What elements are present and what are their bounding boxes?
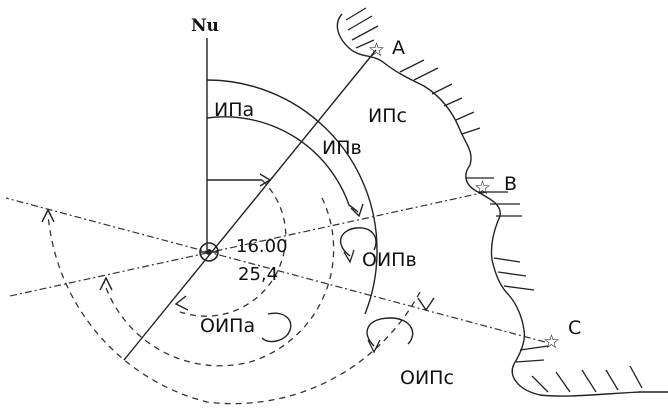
- fix-reading: 25,4: [238, 264, 278, 285]
- north-meridian: Nu: [191, 16, 219, 250]
- coast-hatching: [345, 7, 643, 393]
- bearing-lines: [5, 49, 546, 361]
- landmark-c-label: C: [568, 317, 581, 339]
- bearing-line-a: [123, 49, 377, 361]
- landmark-a-label: A: [392, 37, 405, 59]
- landmark-b-label: B: [504, 173, 517, 195]
- label-oipa: ОИПа: [200, 315, 255, 337]
- landmark-b: ☆ B: [474, 173, 517, 199]
- fix-point: [199, 242, 219, 262]
- bearing-line-b: [9, 191, 487, 297]
- label-ipv: ИПв: [322, 137, 362, 159]
- label-ipa: ИПа: [214, 99, 254, 121]
- reverse-curls: [261, 227, 414, 354]
- star-icon: ☆: [543, 331, 560, 353]
- label-oips: ОИПс: [400, 367, 454, 389]
- north-label: Nu: [191, 16, 219, 36]
- bearing-line-c: [5, 197, 546, 343]
- bearing-arc-ips: [206, 79, 378, 315]
- landmark-a: ☆ A: [368, 37, 405, 61]
- label-oipv: ОИПв: [362, 249, 417, 271]
- bearing-arc-ipv: [206, 116, 359, 213]
- bearing-arcs: [206, 79, 378, 315]
- reverse-arcs: [41, 179, 435, 405]
- star-icon: ☆: [474, 177, 491, 199]
- label-ips: ИПс: [368, 105, 407, 127]
- coastline: [336, 7, 668, 397]
- star-icon: ☆: [368, 39, 385, 61]
- fix-time: 16.00: [236, 236, 288, 257]
- landmark-c: ☆ C: [543, 317, 581, 353]
